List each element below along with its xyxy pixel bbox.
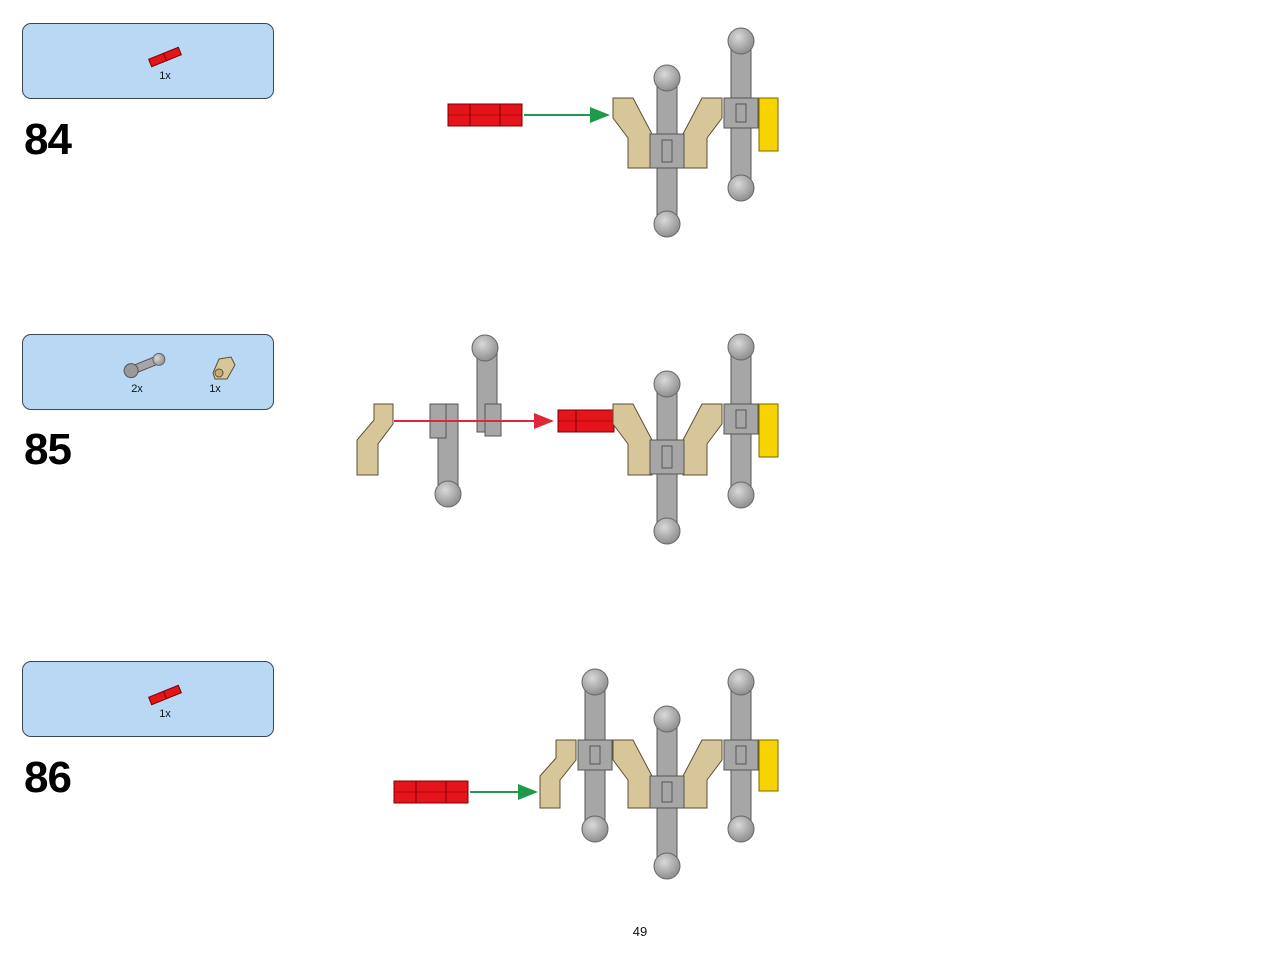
red-axle-part <box>447 103 523 127</box>
ball-joint <box>653 852 681 880</box>
tan-connector-left <box>612 739 653 809</box>
parts-callout: 1x <box>22 23 274 99</box>
red-axle-pin-icon <box>148 684 182 706</box>
ball-joint <box>653 705 681 733</box>
step-number: 86 <box>24 753 72 802</box>
grey-ball-joint-icon <box>123 352 166 379</box>
step-number: 84 <box>24 115 72 164</box>
tan-connector-right <box>682 97 723 169</box>
ball-joint <box>727 668 755 696</box>
part-quantity: 1x <box>159 70 171 82</box>
part-quantity: 1x <box>159 708 171 720</box>
yellow-part <box>758 739 779 792</box>
red-axle-part <box>393 780 469 804</box>
ball-joint <box>653 370 681 398</box>
assembly-illustration <box>447 27 779 238</box>
parts-callout: 2x 1x <box>22 334 274 410</box>
part-red-axle-pin: 1x <box>135 684 195 720</box>
step-84: 1x 84 <box>0 0 1280 300</box>
part-quantity: 2x <box>131 383 143 395</box>
ball-joint <box>727 27 755 55</box>
tan-connector-icon <box>212 356 236 380</box>
yellow-part <box>758 97 779 152</box>
tan-connector-loose <box>356 403 394 476</box>
red-axle-part <box>557 409 615 433</box>
ball-joint <box>581 815 609 843</box>
ball-joint <box>727 481 755 509</box>
part-quantity: 1x <box>209 383 221 395</box>
yellow-part <box>758 403 779 458</box>
tan-connector-right <box>682 739 723 809</box>
ball-joint <box>653 210 681 238</box>
part-tan-connector: 1x <box>193 351 253 395</box>
tan-connector-right <box>682 403 723 476</box>
red-axle-pin-icon <box>148 46 182 68</box>
step-85: 2x 1x 85 <box>22 333 779 545</box>
ball-joint <box>727 174 755 202</box>
tan-connector-left <box>612 403 653 476</box>
parts-callout: 1x <box>22 661 274 737</box>
ball-joint <box>653 517 681 545</box>
part-grey-ball-joint: 2x <box>115 351 175 395</box>
ball-joint <box>727 333 755 361</box>
part-red-axle-pin: 1x <box>135 46 195 82</box>
step-86: 1x 86 <box>22 661 779 880</box>
ball-joint <box>653 64 681 92</box>
tan-connector-far-left <box>539 739 577 809</box>
ball-joint <box>727 815 755 843</box>
tan-connector-left <box>612 97 653 169</box>
assembly-illustration <box>356 333 779 545</box>
step-number: 85 <box>24 425 72 474</box>
ball-joint <box>581 668 609 696</box>
assembly-illustration <box>393 668 779 880</box>
page-number: 49 <box>632 924 648 939</box>
